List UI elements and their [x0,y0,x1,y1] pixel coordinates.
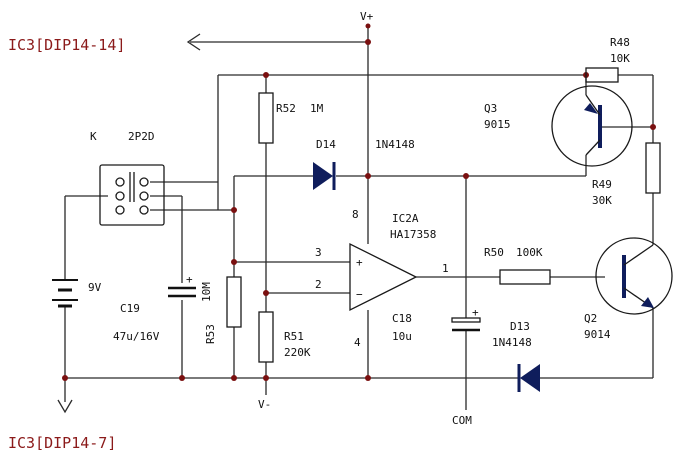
r48-value: 10K [610,52,630,65]
r49-name: R49 [592,178,612,191]
opamp-minus: − [356,288,363,301]
r48-name: R48 [610,36,630,49]
d14-name: D14 [316,138,336,151]
diode-d13: D13 1N4148 [492,320,540,392]
resistor-r53: 10M R53 [200,276,242,344]
c19-name: C19 [120,302,140,315]
c18-plus: + [472,306,479,319]
opamp-plus: + [356,256,363,269]
resistor-r49: R49 30K [592,142,661,207]
r50-name: R50 [484,246,504,259]
switch-k: K 2P2D [90,130,165,226]
arrow-down-icon [57,399,73,414]
opamp-ic2a: + − 3 2 1 8 4 IC2A HA17358 [315,208,449,349]
c19-value: 47u/16V [113,330,160,343]
q3-name: Q3 [484,102,497,115]
d13-name: D13 [510,320,530,333]
c18-value: 10u [392,330,412,343]
r51-name: R51 [284,330,304,343]
q3-part: 9015 [484,118,511,131]
diode-d14: D14 1N4148 [313,138,415,190]
pin4-label: 4 [354,336,361,349]
resistor-r52: R52 1M [258,92,324,144]
c19-plus: + [186,273,193,286]
r53-name: R53 [204,324,217,344]
d14-part: 1N4148 [375,138,415,151]
ext-label-top: IC3[DIP14-14] [8,36,125,54]
wires [64,25,654,410]
battery-9v: 9V [52,279,102,308]
ic-part: HA17358 [390,228,436,241]
switch-type: 2P2D [128,130,155,143]
r53-value: 10M [200,282,213,302]
battery-label: 9V [88,281,102,294]
resistor-r50: R50 100K [484,246,551,285]
ic-name: IC2A [392,212,419,225]
capacitor-c18: + C18 10u [392,306,481,343]
r52-name: R52 [276,102,296,115]
transistor-q2: Q2 9014 [584,237,673,341]
ext-label-bottom: IC3[DIP14-7] [8,434,116,452]
resistor-r48: R48 10K [585,36,630,83]
d13-part: 1N4148 [492,336,532,349]
pin3-label: 3 [315,246,322,259]
vminus-label: V- [258,398,271,411]
pin8-label: 8 [352,208,359,221]
q2-part: 9014 [584,328,611,341]
arrow-left-icon [186,33,201,51]
r49-value: 30K [592,194,612,207]
capacitor-c19: + C19 47u/16V [113,273,196,343]
pin2-label: 2 [315,278,322,291]
r52-value: 1M [310,102,324,115]
q2-name: Q2 [584,312,597,325]
pin1-label: 1 [442,262,449,275]
junction-dots [62,23,656,381]
resistor-r51: R51 220K [258,311,311,363]
r51-value: 220K [284,346,311,359]
switch-name: K [90,130,97,143]
c18-name: C18 [392,312,412,325]
com-label: COM [452,414,472,427]
r50-value: 100K [516,246,543,259]
transistor-q3: Q3 9015 [484,85,633,167]
vplus-label: V+ [360,10,374,23]
